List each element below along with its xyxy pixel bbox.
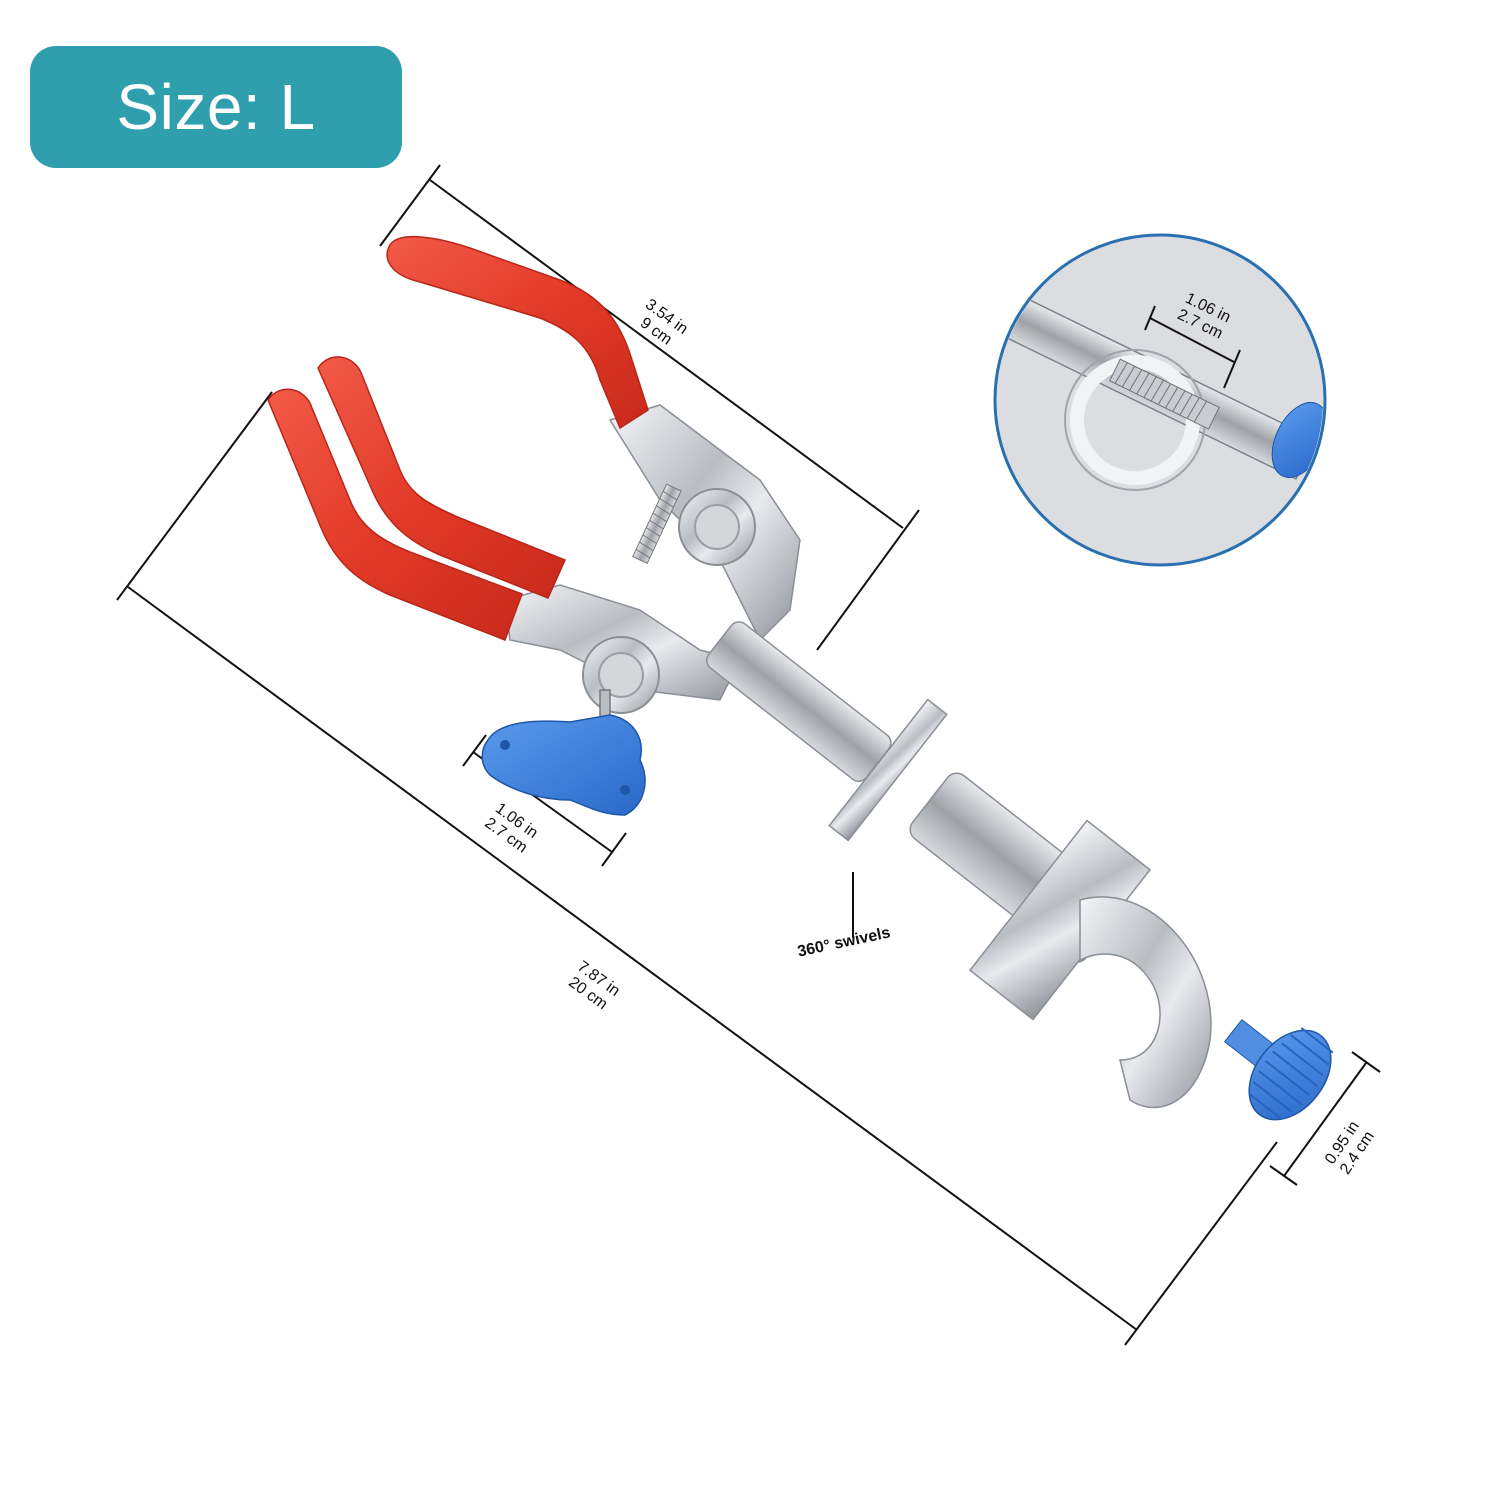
middle-grip — [317, 356, 567, 599]
boss-detail-inset — [993, 233, 1327, 567]
knob-dimension-line — [1283, 1062, 1367, 1177]
swivel-flange — [828, 698, 948, 842]
dimension-lines — [116, 164, 1381, 1346]
jaw-length-dimension-line — [429, 179, 904, 529]
adjustment-knob — [1223, 1018, 1334, 1121]
red-grips — [267, 235, 649, 641]
size-label: Size: L — [116, 71, 316, 143]
wing-nut — [481, 689, 646, 816]
boss-hook — [1079, 896, 1212, 1109]
lower-grip — [267, 388, 523, 641]
total-length-dimension-line — [127, 586, 1138, 1331]
size-badge: Size: L — [30, 46, 402, 168]
upper-grip — [386, 235, 649, 430]
clamp-body — [504, 404, 1212, 1109]
